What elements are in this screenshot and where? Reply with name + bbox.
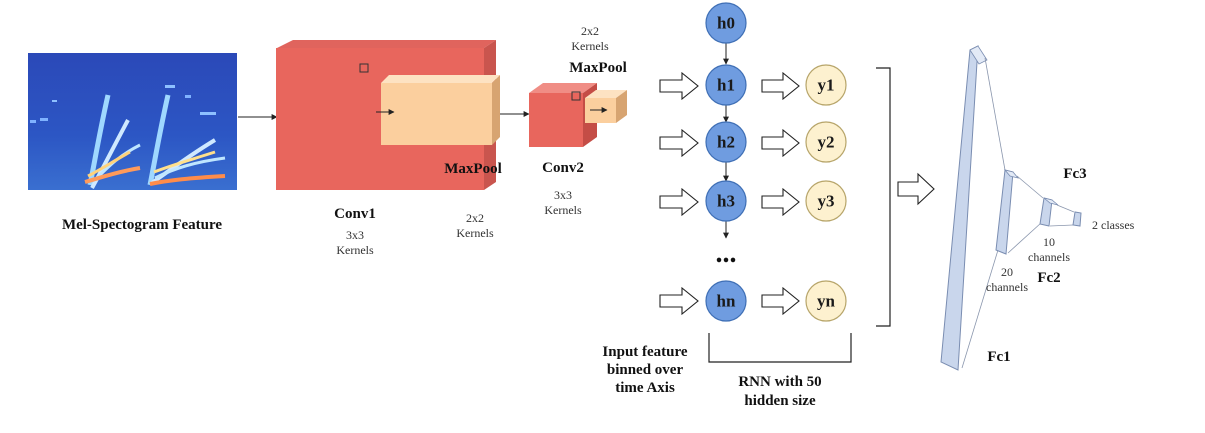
fc3-output-connect-top (1056, 204, 1075, 213)
fc-section: Fc1 20 channels Fc2 10 channels Fc3 2 cl… (940, 45, 1135, 371)
maxpool1-block (376, 75, 500, 145)
svg-text:y2: y2 (818, 133, 835, 152)
rnn-label-line2: hidden size (744, 393, 816, 409)
fc1-fc2-connect-top (984, 57, 1006, 171)
output-classes-label: 2 classes (1092, 218, 1135, 232)
outputs-bracket (876, 67, 891, 327)
rnn-ellipsis: ... (716, 238, 737, 269)
input-label-line3: time Axis (615, 380, 675, 396)
rnn-to-fc-arrow (897, 172, 935, 206)
conv2-kernel-size: 3x3 (554, 188, 572, 202)
conv1-top-face (276, 40, 496, 48)
hidden-node-h2: h2 (705, 121, 747, 163)
fc3-channels-count: 10 (1043, 235, 1055, 249)
input-label-line1: Input feature (602, 344, 687, 360)
fc2-fc3-connect-top (1016, 175, 1044, 199)
conv1-label: Conv1 (334, 206, 376, 222)
maxpool2-block (585, 90, 627, 123)
output-node-y2: y2 (805, 121, 847, 163)
conv2-front-face (529, 93, 583, 147)
output-arrow-1 (761, 71, 800, 101)
fc2-label: Fc2 (1037, 270, 1060, 286)
conv1-kernel-size: 3x3 (346, 228, 364, 242)
input-arrow-1 (659, 71, 699, 101)
svg-text:h3: h3 (717, 192, 735, 211)
maxpool2-label: MaxPool (569, 60, 627, 76)
fc3-channels-word: channels (1028, 250, 1070, 264)
fc1-fc2-connect-bottom (961, 249, 999, 369)
svg-text:y1: y1 (818, 76, 835, 95)
fc2-layer (995, 169, 1014, 255)
svg-text:yn: yn (817, 292, 836, 311)
conv2-label: Conv2 (542, 160, 584, 176)
output-node-y3: y3 (805, 180, 847, 222)
hidden-node-h0: h0 (705, 2, 747, 44)
conv2-top-face (529, 83, 597, 93)
fc1-layer (940, 45, 979, 371)
fc2-fc3-connect-bottom (1007, 222, 1042, 254)
maxpool1-kernel-size: 2x2 (466, 211, 484, 225)
fc3-output-connect-bottom (1049, 224, 1074, 227)
input-arrow-3 (659, 187, 699, 217)
maxpool1-kernel-word: Kernels (456, 226, 494, 240)
maxpool2-top-face (585, 90, 627, 98)
output-layer (1072, 211, 1082, 227)
maxpool2-side-face (616, 90, 627, 123)
mel-spectrogram: Mel-Spectogram Feature (28, 53, 237, 233)
maxpool2-kernel-size: 2x2 (581, 24, 599, 38)
hidden-node-hn: hn (705, 280, 747, 322)
conv2-block (529, 83, 597, 147)
hidden-node-h1: h1 (705, 64, 747, 106)
conv2-kernel-marker (571, 91, 581, 101)
maxpool2-kernel-word: Kernels (571, 39, 609, 53)
maxpool1-side-face (492, 75, 500, 145)
rnn-section: h0 h1 h2 h3 ... hn y1 y2 y3 (602, 2, 891, 409)
svg-text:hn: hn (717, 292, 736, 311)
fc2-layer-edge (1003, 169, 1020, 179)
output-node-y1: y1 (805, 64, 847, 106)
conv1-kernel-word: Kernels (336, 243, 374, 257)
svg-text:h0: h0 (717, 14, 735, 33)
fc3-label: Fc3 (1063, 166, 1086, 182)
svg-text:h2: h2 (717, 133, 735, 152)
conv1-kernel-marker (359, 63, 369, 73)
maxpool1-front-face (381, 83, 492, 145)
spectrogram-image (28, 53, 237, 190)
rnn-bottom-bracket (708, 333, 852, 363)
conv2-kernel-word: Kernels (544, 203, 582, 217)
input-arrow-2 (659, 128, 699, 158)
svg-text:h1: h1 (717, 76, 735, 95)
fc1-label: Fc1 (987, 349, 1010, 365)
output-node-yn: yn (805, 280, 847, 322)
hidden-node-h3: h3 (705, 180, 747, 222)
fc2-channels-word: channels (986, 280, 1028, 294)
rnn-label-line1: RNN with 50 (738, 374, 821, 390)
input-label-line2: binned over (607, 362, 684, 378)
output-arrow-3 (761, 187, 800, 217)
maxpool1-label: MaxPool (444, 161, 502, 177)
fc1-layer-edge (969, 45, 988, 65)
spectrogram-label: Mel-Spectogram Feature (62, 217, 222, 233)
maxpool1-top-face (381, 75, 500, 83)
fc2-channels-count: 20 (1001, 265, 1013, 279)
spectrogram-harmonics (30, 85, 226, 189)
input-arrow-n (659, 286, 699, 316)
output-arrow-2 (761, 128, 800, 158)
svg-text:y3: y3 (818, 192, 835, 211)
output-arrow-n (761, 286, 800, 316)
